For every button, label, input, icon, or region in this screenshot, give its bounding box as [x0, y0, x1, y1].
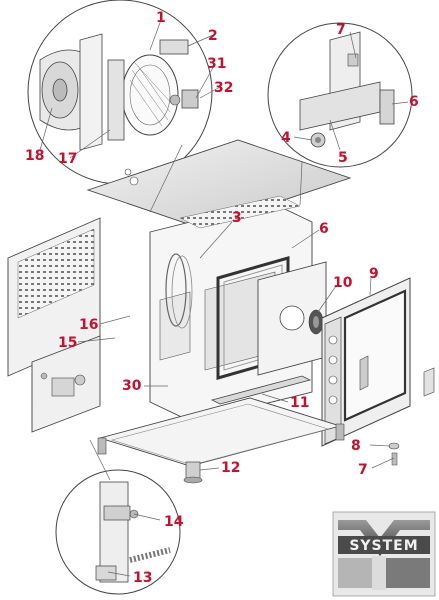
callout-labels: 1 2 31 32 18 17 7 6 4 5 3 6 9 10 16 15 3… — [25, 10, 419, 586]
fan-detail-inset — [27, 0, 213, 185]
fan-guard — [308, 309, 324, 335]
callout-14: 14 — [164, 514, 184, 530]
control-board — [31, 335, 101, 433]
callout-4: 4 — [281, 130, 291, 146]
foot-detail-inset — [55, 469, 181, 595]
system-logo: SYSTEM — [332, 511, 436, 597]
base-frame — [97, 397, 345, 467]
door-assembly — [321, 277, 411, 447]
callout-12: 12 — [221, 460, 240, 476]
callout-18: 18 — [25, 148, 44, 164]
callout-9: 9 — [369, 266, 379, 282]
callout-2: 2 — [208, 28, 218, 44]
callout-31: 31 — [207, 56, 226, 72]
top-cover-panel — [86, 139, 352, 229]
callout-8: 8 — [351, 438, 361, 454]
callout-7a: 7 — [336, 22, 346, 38]
logo-text: SYSTEM — [349, 538, 418, 554]
callout-3: 3 — [232, 210, 242, 226]
callout-13: 13 — [133, 570, 152, 586]
callout-11: 11 — [290, 395, 309, 411]
adjustable-foot — [183, 461, 203, 484]
callout-1: 1 — [156, 10, 166, 26]
callout-7b: 7 — [358, 462, 368, 478]
drip-tray — [210, 375, 312, 405]
callout-16: 16 — [79, 317, 98, 333]
hinge-detail-inset — [267, 22, 413, 168]
callout-17: 17 — [58, 151, 77, 167]
leader-lines — [39, 19, 409, 577]
callout-6a: 6 — [409, 94, 419, 110]
callout-30: 30 — [122, 378, 142, 394]
callout-5: 5 — [338, 150, 348, 166]
callout-6b: 6 — [319, 221, 329, 237]
callout-32: 32 — [214, 80, 233, 96]
door-catch-parts — [388, 367, 435, 466]
callout-15: 15 — [58, 335, 77, 351]
callout-10: 10 — [333, 275, 353, 291]
